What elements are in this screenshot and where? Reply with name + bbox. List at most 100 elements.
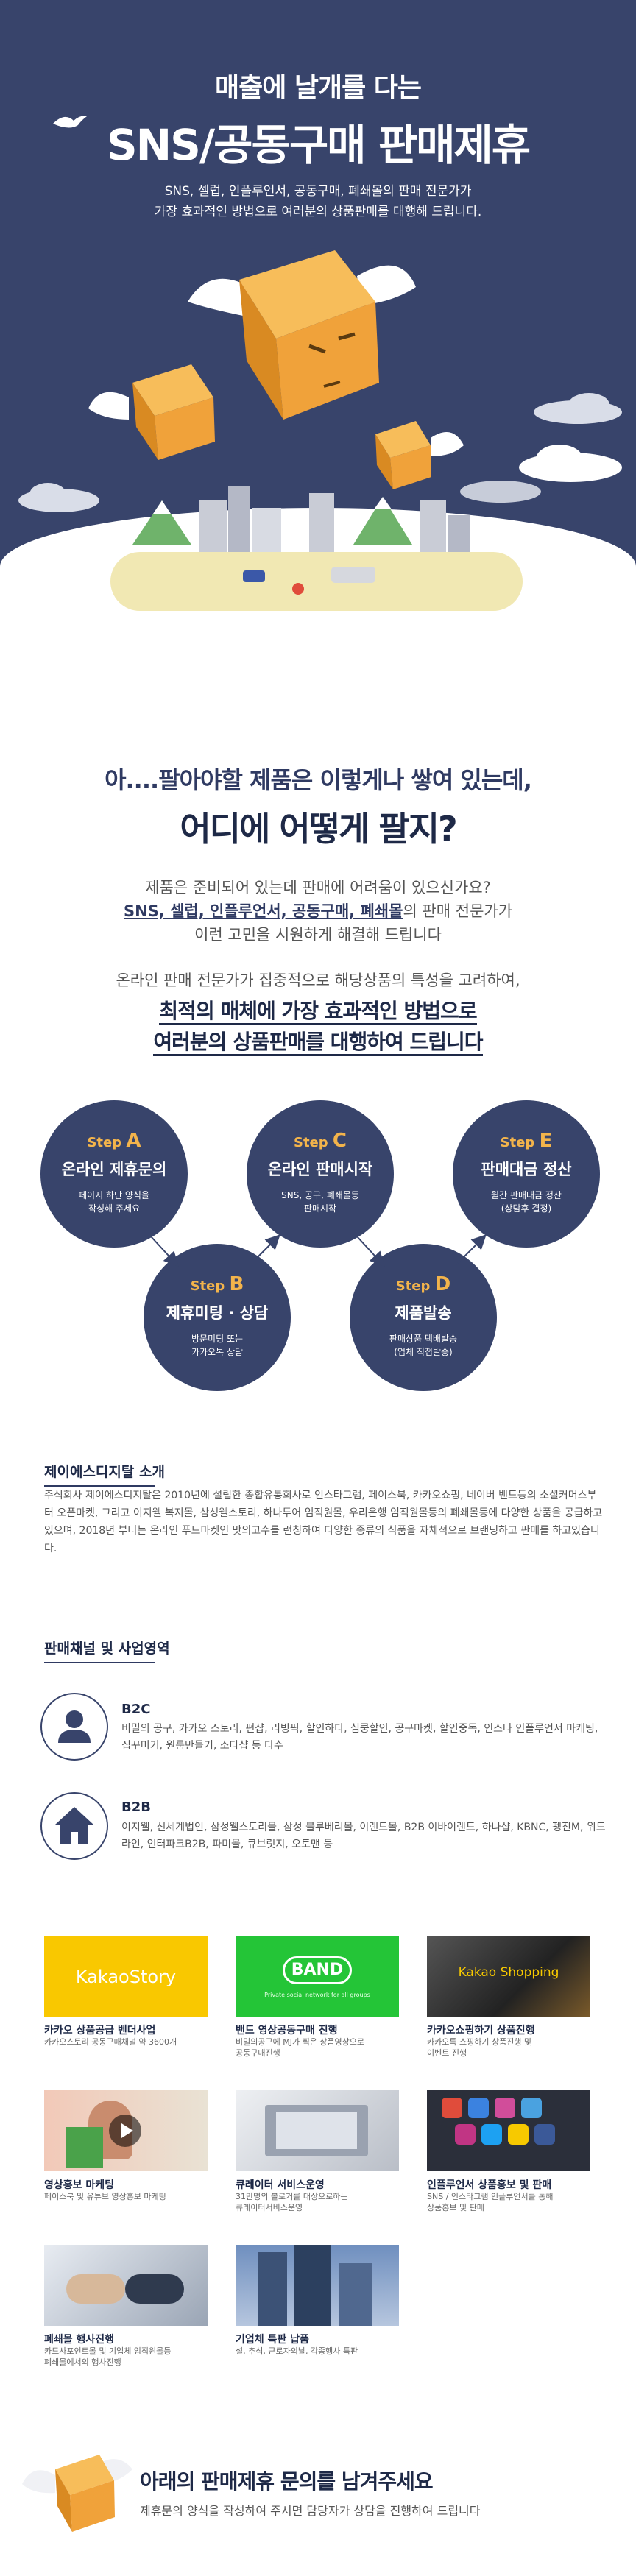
step-title: 온라인 제휴문의 <box>61 1161 167 1178</box>
service-desc-line2: 이벤트 진행 <box>427 2048 467 2058</box>
flying-box-large-icon <box>188 250 416 420</box>
service-desc-line1: 31만명의 볼로거를 대상으로하는 <box>236 2192 348 2201</box>
step-letter: D <box>434 1273 451 1295</box>
step-desc-line2: 판매시작 <box>303 1203 337 1214</box>
arrow-d-e <box>456 1234 487 1265</box>
problem-p2-rest: 의 판매 전문가가 <box>403 902 513 920</box>
service-desc-line2: 큐레이터서비스운영 <box>236 2203 303 2212</box>
play-icon[interactable] <box>109 2115 141 2147</box>
kakaostory-thumbnail: KakaoStory <box>44 1936 208 2017</box>
arrow-a-b <box>150 1236 179 1267</box>
kakao-shopping-thumbnail: Kakao Shopping <box>427 1936 590 2017</box>
problem-p2-highlight: SNS, 셀럽, 인플루언서, 공동구매, 폐쇄몰 <box>123 902 403 920</box>
service-desc: 페이스북 및 유튜브 영상홍보 마케팅 <box>44 2191 213 2202</box>
service-desc-line1: 카드사포인트몰 및 기업체 임직원몰등 <box>44 2346 172 2356</box>
service-title: 기업체 특판 납품 <box>236 2334 309 2346</box>
service-title: 카카오쇼핑하기 상품진행 <box>427 2025 535 2037</box>
step-desc-line2: 카카오톡 상담 <box>191 1347 244 1357</box>
channels-heading: 판매채널 및 사업영역 <box>44 1638 170 1663</box>
problem-big2: 여러분의 상품판매를 대행하여 드립니다 <box>0 1026 636 1056</box>
service-title: 폐쇄몰 행사진행 <box>44 2334 115 2346</box>
service-desc-line1: 카카오톡 쇼핑하기 상품진행 및 <box>427 2037 532 2047</box>
step-desc-line1: 페이지 하단 양식을 <box>79 1190 149 1200</box>
step-letter: E <box>539 1130 553 1152</box>
step-desc-line2: (상담후 결정) <box>501 1203 552 1214</box>
hero-desc-line2: 가장 효과적인 방법으로 여러분의 상품판매를 대행해 드립니다. <box>154 205 482 219</box>
service-desc-line2: 폐쇄몰에서의 행사진행 <box>44 2357 121 2367</box>
flying-box-footer-icon <box>22 2455 132 2532</box>
service-title: 큐레이터 서비스운영 <box>236 2179 325 2191</box>
step-title: 제휴미팅 · 상담 <box>166 1304 269 1322</box>
closed-mall-thumbnail <box>44 2245 208 2326</box>
step-prefix: Step <box>500 1135 540 1150</box>
service-desc: 설, 추석, 근로자의날, 각종행사 특판 <box>236 2346 405 2357</box>
hero-title-small: 매출에 날개를 다는 <box>214 73 422 103</box>
house-icon <box>40 1792 108 1860</box>
step-desc: 월간 판매대금 정산 (상담후 결정) <box>453 1189 600 1215</box>
hero-desc-line1: SNS, 셀럽, 인플루언서, 공동구매, 폐쇄몰의 판매 전문가가 <box>164 184 472 199</box>
step-prefix: Step <box>395 1278 435 1294</box>
service-desc-line1: 비밀의공구에 MJ가 찍은 상품영상으로 <box>236 2037 365 2047</box>
problem-p3: 이런 고민을 시원하게 해결해 드립니다 <box>194 926 442 944</box>
band-thumbnail: BAND Private social network for all grou… <box>236 1936 399 2017</box>
service-desc-line1: 페이스북 및 유튜브 영상홍보 마케팅 <box>44 2192 166 2201</box>
step-desc-line2: (업체 직접발송) <box>394 1347 453 1357</box>
step-label: Step D <box>350 1273 497 1295</box>
arrow-b-c <box>250 1234 280 1265</box>
step-arrows <box>150 1234 487 1267</box>
channel-b2b-title: B2B <box>121 1800 151 1815</box>
flying-box-left-icon <box>88 364 215 460</box>
step-prefix: Step <box>293 1135 333 1150</box>
city-illustration-icon <box>110 486 523 611</box>
person-icon <box>40 1693 108 1761</box>
arrow-c-d <box>356 1236 385 1267</box>
hero-banner: 매출에 날개를 다는 SNS/공동구매 판매제휴 SNS, 셀럽, 인플루언서,… <box>0 0 636 648</box>
problem-big1-text: 최적의 매체에 가장 효과적인 방법으로 <box>159 999 478 1025</box>
step-prefix: Step <box>190 1278 230 1294</box>
step-d: Step D 제품발송 판매상품 택배발송 (업체 직접발송) <box>350 1244 497 1391</box>
band-logo-subtext: Private social network for all groups <box>264 1992 370 1998</box>
step-letter: A <box>126 1130 141 1152</box>
kakao-shopping-logo-text: Kakao Shopping <box>458 1965 559 1980</box>
problem-line1: 아....팔아야할 제품은 이렇게나 쌓여 있는데, <box>105 766 532 794</box>
service-title: 영상홍보 마케팅 <box>44 2179 115 2191</box>
step-desc-line1: 방문미팅 또는 <box>191 1334 244 1344</box>
step-prefix: Step <box>87 1135 127 1150</box>
service-title: 카카오 상품공급 벤더사업 <box>44 2025 156 2037</box>
step-desc-line1: 월간 판매대금 정산 <box>491 1190 562 1200</box>
problem-big1: 최적의 매체에 가장 효과적인 방법으로 <box>0 995 636 1025</box>
curator-thumbnail <box>236 2090 399 2171</box>
step-title: 판매대금 정산 <box>481 1161 572 1178</box>
service-title: 인플루언서 상품홍보 및 판매 <box>427 2179 552 2191</box>
band-logo-text: BAND <box>283 1956 352 1984</box>
hero-title: SNS/공동구매 판매제휴 <box>106 120 531 170</box>
step-title: 제품발송 <box>395 1304 452 1322</box>
channel-b2c-title: B2C <box>121 1702 151 1717</box>
step-desc-line1: 판매상품 택배발송 <box>389 1334 458 1344</box>
problem-p2: SNS, 셀럽, 인플루언서, 공동구매, 폐쇄몰의 판매 전문가가 <box>0 899 636 921</box>
step-label: Step B <box>144 1273 291 1295</box>
cloud-icon <box>460 481 541 503</box>
company-heading: 제이에스디지탈 소개 <box>44 1461 165 1487</box>
service-desc-line1: SNS / 인스타그램 인플루언서를 통해 <box>427 2192 554 2201</box>
step-desc: 판매상품 택배발송 (업체 직접발송) <box>350 1332 497 1359</box>
service-desc-line1: 설, 추석, 근로자의날, 각종행사 특판 <box>236 2346 358 2356</box>
channel-b2b-desc: 이지웰, 신세계법인, 삼성웰스토리몰, 삼성 블루베리몰, 이랜드몰, B2B… <box>121 1822 606 1850</box>
step-desc-line2: 작성해 주세요 <box>88 1203 141 1214</box>
service-desc-line2: 공동구매진행 <box>236 2048 280 2058</box>
step-letter: B <box>229 1273 244 1295</box>
company-intro: 주식회사 제이에스디지탈은 2010년에 설립한 종합유통회사로 인스타그램, … <box>44 1490 603 1554</box>
step-desc-line1: SNS, 공구, 폐쇄몰등 <box>281 1190 359 1200</box>
step-letter: C <box>332 1130 347 1152</box>
